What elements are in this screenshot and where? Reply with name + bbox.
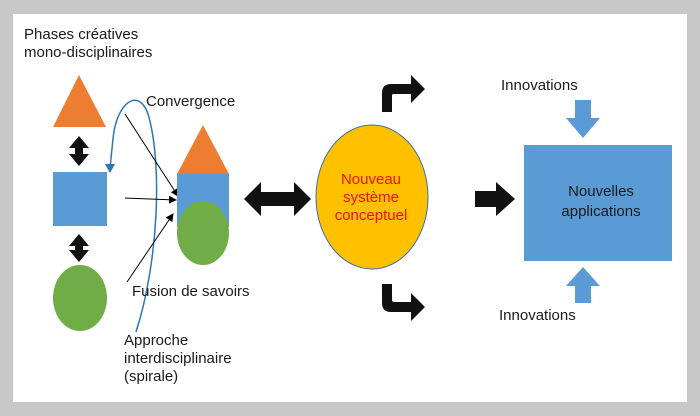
diagram-canvas: Phases créatives mono-disciplinaires Con… [13, 14, 687, 402]
bent-arrow-up [382, 75, 425, 112]
bent-arrow-down [382, 284, 425, 321]
center-ellipse [315, 124, 429, 270]
double-arrow-horizontal [244, 182, 311, 216]
applications-box [524, 145, 672, 261]
convergence-line-bottom [126, 213, 174, 283]
diagram-title: Phases créatives mono-disciplinaires [24, 26, 152, 62]
innovations-bottom-label: Innovations [499, 307, 576, 324]
diagram-graphics [53, 75, 672, 333]
orange-triangle-left [53, 75, 106, 127]
spiral-curve [105, 99, 158, 333]
convergence-label: Convergence [146, 93, 236, 110]
double-arrow-vertical-bottom [69, 234, 89, 262]
center-line-3: conceptuel [334, 207, 408, 224]
applications-line-1: Nouvelles [568, 183, 634, 200]
approach-label: Approche interdisciplinaire (spirale) [124, 332, 232, 386]
convergence-line-top [124, 113, 179, 197]
convergence-line-mid [124, 195, 177, 204]
fusion-label: Fusion de savoirs [132, 283, 250, 300]
center-line-1: Nouveau [340, 171, 402, 188]
innovation-arrow-down [566, 100, 600, 138]
double-arrow-vertical-top [69, 136, 89, 166]
green-circle-combined [177, 201, 229, 265]
center-line-2: système [343, 189, 399, 206]
approach-line-3: (spirale) [124, 368, 179, 385]
approach-line-2: interdisciplinaire [124, 350, 232, 367]
title-line-2: mono-disciplinaires [24, 44, 153, 61]
applications-line-2: applications [561, 203, 641, 220]
orange-triangle-combined [177, 125, 229, 174]
applications-label: Nouvelles applications [543, 182, 659, 222]
innovation-arrow-up [566, 267, 600, 303]
approach-line-1: Approche [124, 332, 189, 349]
center-ellipse-label: Nouveau système conceptuel [317, 171, 425, 225]
arrow-to-applications [475, 182, 515, 216]
innovations-top-label: Innovations [501, 77, 578, 94]
blue-square-left [53, 172, 107, 226]
green-circle-left [53, 265, 107, 331]
title-line-1: Phases créatives [24, 26, 139, 43]
